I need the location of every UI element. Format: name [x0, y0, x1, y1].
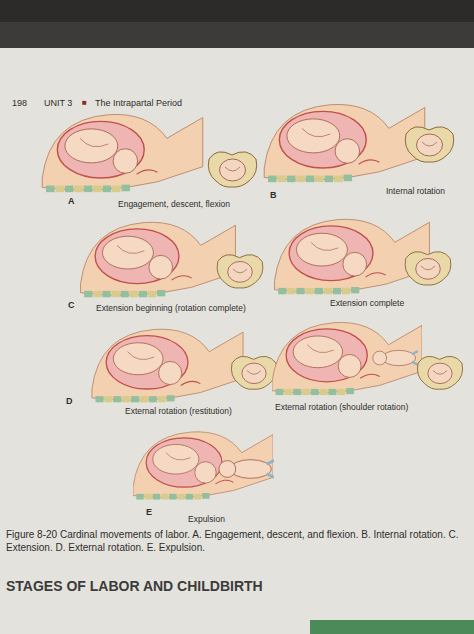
- panel-label: Extension beginning (rotation complete): [96, 304, 246, 314]
- panel-label: Internal rotation: [386, 187, 445, 197]
- panel-letter: D: [66, 396, 73, 406]
- panel-label: External rotation (shoulder rotation): [275, 403, 408, 413]
- panel-label: Extension complete: [330, 299, 404, 309]
- panel-label: Expulsion: [188, 515, 225, 525]
- panel-letter: A: [68, 196, 75, 206]
- panel-letter: B: [270, 190, 277, 200]
- unit-label: UNIT 3: [44, 98, 72, 108]
- figure-caption: Figure 8-20 Cardinal movements of labor.…: [6, 528, 466, 554]
- page-number: 198: [12, 98, 27, 108]
- panel-label: Engagement, descent, flexion: [118, 200, 230, 210]
- unit-bullet: ■: [82, 98, 87, 107]
- panel-letter: E: [146, 507, 152, 517]
- panel-letter: C: [68, 300, 75, 310]
- section-heading: STAGES OF LABOR AND CHILDBIRTH: [6, 578, 263, 594]
- running-head: The Intrapartal Period: [95, 98, 182, 108]
- panel-label: External rotation (restitution): [125, 407, 232, 417]
